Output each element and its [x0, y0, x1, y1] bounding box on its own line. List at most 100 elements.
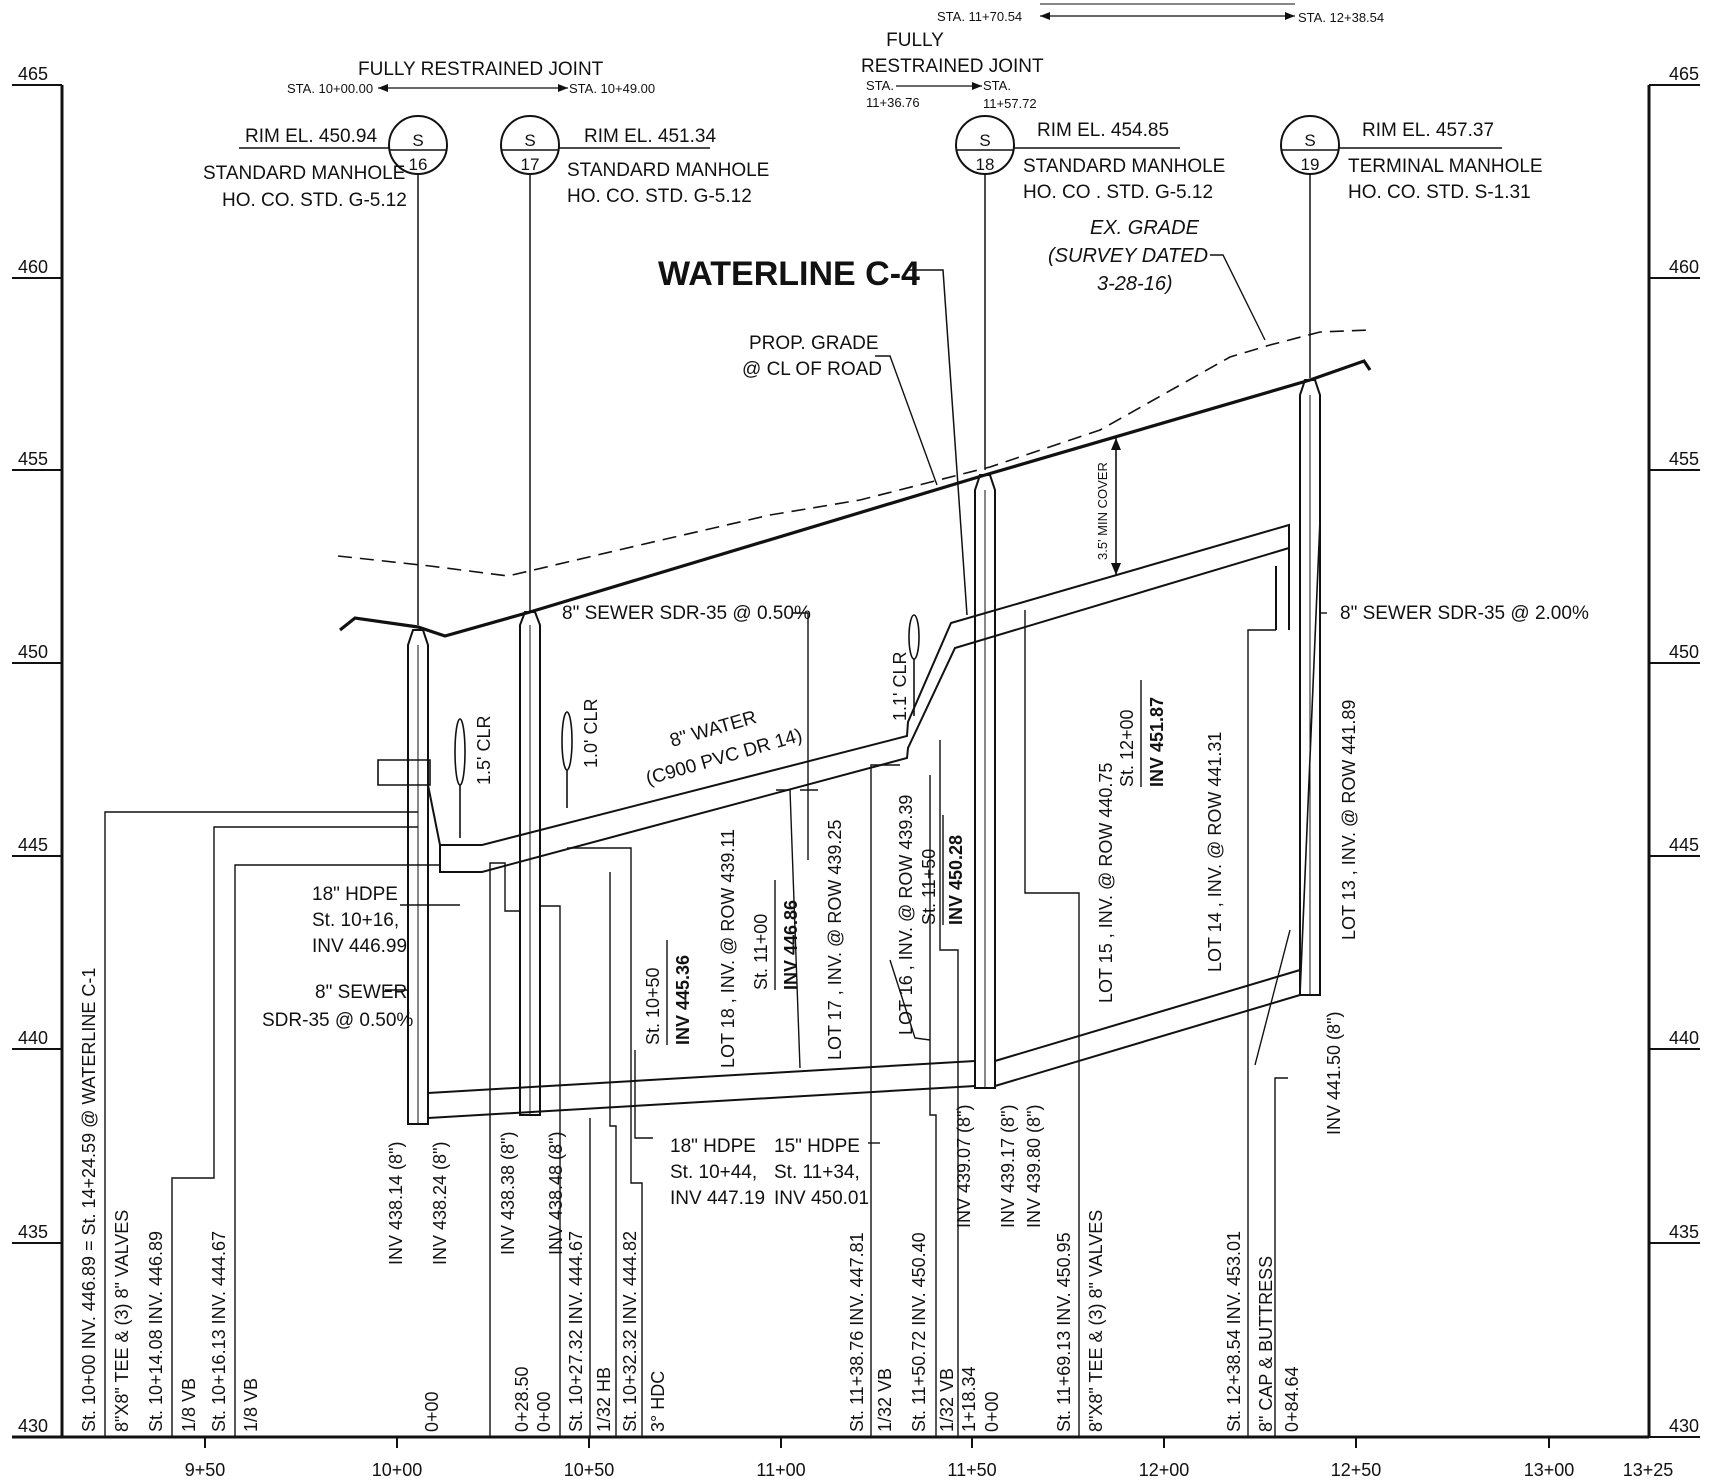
vlabel: 3° HDC	[648, 1371, 668, 1432]
sewer-label: 8" SEWER SDR-35 @ 0.50%	[562, 603, 811, 624]
branch-lines	[104, 610, 1288, 1437]
vlabel: 0+00	[982, 1391, 1002, 1432]
note-line: 8" SEWER	[315, 982, 407, 1003]
note-line: INV 446.99	[312, 936, 407, 957]
hdpe-18-a: 18" HDPE St. 10+16, INV 446.99	[312, 884, 407, 957]
joint-label: FULLY	[886, 30, 944, 51]
note-line: 15" HDPE	[774, 1136, 860, 1157]
manhole-type: TERMINAL MANHOLE	[1348, 156, 1543, 177]
manhole-type: STANDARD MANHOLE	[203, 163, 405, 184]
joint-from: STA. 10+00.00	[287, 81, 373, 96]
manhole-18: S 18 RIM EL. 454.85 STANDARD MANHOLE HO.…	[955, 115, 1225, 470]
ex-grade-label: (SURVEY DATED	[1048, 245, 1208, 267]
vlabel: St. 10+16.13 INV. 444.67	[209, 1231, 229, 1432]
manhole-std: HO. CO. STD. S-1.31	[1348, 182, 1531, 203]
vlabel: 1/8 VB	[179, 1378, 199, 1432]
note-line: INV 447.19	[670, 1188, 765, 1209]
elev-label-right: 445	[1669, 835, 1699, 855]
manhole-number: 16	[409, 155, 428, 174]
vlabel: St. 10+50	[643, 967, 663, 1045]
vlabel: INV 439.07 (8")	[954, 1105, 974, 1228]
manhole-16: S 16 RIM EL. 450.94 STANDARD MANHOLE HO.…	[203, 115, 448, 625]
joint-label: RESTRAINED JOINT	[861, 56, 1044, 77]
vlabel: INV 438.38 (8")	[498, 1132, 518, 1255]
manhole-rim: RIM EL. 451.34	[584, 126, 716, 147]
station-label: 11+00	[756, 1460, 805, 1480]
manhole-std: HO. CO. STD. G-5.12	[567, 186, 752, 207]
manhole-std: HO. CO. STD. G-5.12	[222, 190, 407, 211]
joint-to: STA. 12+38.54	[1298, 10, 1384, 25]
vlabel: St. 11+00	[751, 914, 771, 990]
station-label: 10+00	[372, 1460, 423, 1480]
vlabel: St. 11+38.76 INV. 447.81	[847, 1232, 867, 1432]
station-axis-labels: 9+50 10+00 10+50 11+00 11+50 12+00 12+50…	[185, 1460, 1674, 1480]
elev-label-right: 465	[1669, 64, 1699, 84]
manhole-structures	[407, 379, 1321, 1125]
ex-grade-label: 3-28-16)	[1097, 273, 1173, 295]
note-line: St. 11+34,	[774, 1162, 860, 1183]
vlabel: St. 11+69.13 INV. 450.95	[1054, 1232, 1074, 1432]
drawing-title: WATERLINE C-4	[658, 255, 920, 293]
proposed-grade: PROP. GRADE @ CL OF ROAD	[339, 333, 1372, 638]
vlabel: 1+18.34	[959, 1366, 979, 1432]
vertical-labels: St. 10+00 INV. 446.89 = St. 14+24.59 @ W…	[79, 697, 1359, 1432]
existing-grade: EX. GRADE (SURVEY DATED 3-28-16)	[337, 217, 1371, 577]
vlabel: INV 450.28	[946, 835, 966, 925]
sewer-pipes	[427, 519, 1321, 1119]
manhole-number: 18	[976, 155, 995, 174]
vlabel: INV 438.24 (8")	[430, 1142, 450, 1265]
elev-label: 465	[18, 64, 48, 84]
joint-to: STA.	[983, 78, 1011, 93]
manhole-letter: S	[979, 131, 990, 150]
vlabel: 1/32 VB	[875, 1368, 895, 1432]
joint-from: STA. 11+70.54	[937, 9, 1022, 24]
elev-label: 430	[18, 1416, 48, 1436]
restrained-joint-second: FULLY RESTRAINED JOINT STA. 11+36.76 STA…	[861, 30, 1044, 111]
joint-from: 11+36.76	[866, 95, 920, 110]
label-leaders	[385, 612, 1327, 1144]
joint-from: STA.	[866, 78, 894, 93]
vlabel: St. 12+38.54 INV. 453.01	[1224, 1231, 1244, 1432]
elev-label: 460	[18, 257, 48, 277]
vlabel: 0+28.50	[512, 1366, 532, 1432]
inv-underlines	[666, 680, 1142, 1045]
vlabel: INV 445.36	[673, 955, 693, 1045]
vlabel: St. 10+14.08 INV. 446.89	[146, 1231, 166, 1432]
vlabel: St. 10+27.32 INV. 444.67	[566, 1231, 586, 1432]
min-cover-label: 3.5' MIN COVER	[1095, 462, 1110, 560]
station-label: 10+50	[564, 1460, 615, 1480]
vlabel: St. 12+00	[1117, 709, 1137, 787]
elev-label: 440	[18, 1028, 48, 1048]
manhole-rim: RIM EL. 457.37	[1362, 120, 1494, 141]
vlabel: INV 438.14 (8")	[386, 1142, 406, 1265]
vlabel: 0+00	[422, 1391, 442, 1432]
elev-label-right: 440	[1669, 1028, 1699, 1048]
vlabel: St. 11+50.72 INV. 450.40	[909, 1232, 929, 1432]
vlabel: LOT 18 , INV. @ ROW 439.11	[718, 829, 738, 1068]
elevation-axis-labels: 465 460 455 450 445 440 435 430 465 460 …	[18, 64, 1699, 1436]
vlabel: INV 446.86	[781, 900, 801, 990]
manhole-letter: S	[1304, 131, 1315, 150]
vlabel: LOT 15 , INV. @ ROW 440.75	[1096, 763, 1116, 1003]
sewer-label: 8" SEWER SDR-35 @ 2.00%	[1340, 603, 1589, 624]
manhole-rim: RIM EL. 450.94	[245, 126, 377, 147]
elev-label-right: 455	[1669, 449, 1699, 469]
vlabel: INV 439.17 (8")	[998, 1105, 1018, 1228]
note-line: SDR-35 @ 0.50%	[262, 1010, 413, 1031]
station-label: 9+50	[185, 1460, 226, 1480]
vlabel: INV 441.50 (8")	[1324, 1012, 1344, 1135]
vlabel: St. 11+50	[919, 849, 939, 925]
manhole-rim: RIM EL. 454.85	[1037, 120, 1169, 141]
vlabel: 8"X8" TEE & (3) 8" VALVES	[1086, 1210, 1106, 1432]
station-label: 13+00	[1524, 1460, 1575, 1480]
elev-label-right: 435	[1669, 1222, 1699, 1242]
prop-grade-label: @ CL OF ROAD	[742, 359, 882, 380]
vlabel: INV 439.80 (8")	[1024, 1105, 1044, 1228]
manhole-letter: S	[412, 131, 423, 150]
elev-label: 435	[18, 1222, 48, 1242]
elev-label-right: 430	[1669, 1416, 1699, 1436]
joint-to: STA. 10+49.00	[569, 81, 655, 96]
vlabel: LOT 16 , INV. @ ROW 439.39	[896, 795, 916, 1035]
vlabel: 1/8 VB	[241, 1378, 261, 1432]
manhole-std: HO. CO . STD. G-5.12	[1023, 182, 1213, 203]
